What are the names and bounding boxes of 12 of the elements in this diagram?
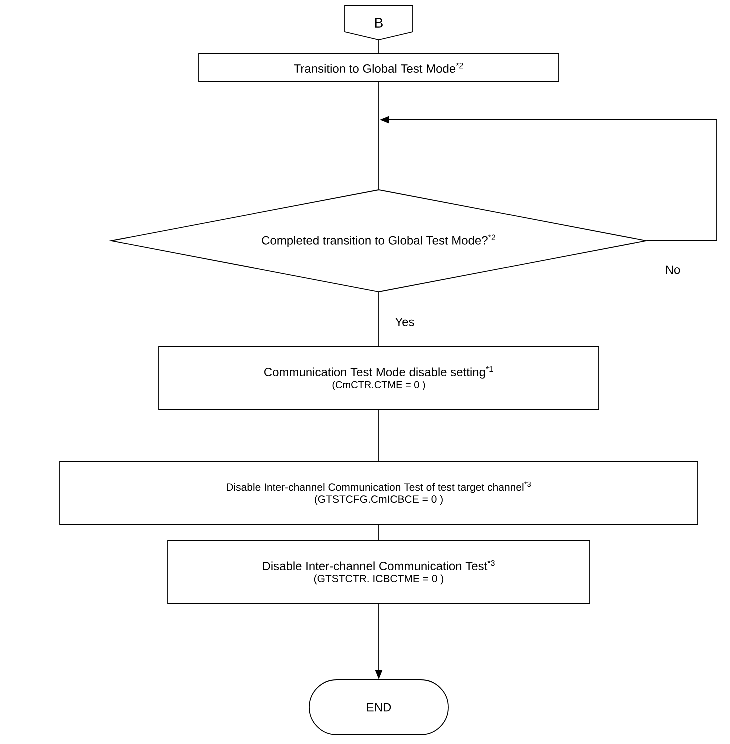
process-box: Transition to Global Test Mode$^{*2}$ xyxy=(198,54,560,82)
process-box: Disable Inter-channel Communication Test$^{*3}$ (GTSTCTR. ICBCTME = 0 ) xyxy=(168,540,590,604)
edge-label: No xyxy=(664,264,682,276)
connector xyxy=(378,40,380,54)
connector xyxy=(378,410,380,462)
process-box: Disable Inter-channel Communication Test of test target channel$^{*3}$ (GTSTCFG.CmICBCE = 0 ) xyxy=(60,462,698,526)
edge-label: Yes xyxy=(394,317,416,328)
terminator: END xyxy=(309,680,449,736)
connector xyxy=(378,292,380,347)
connector xyxy=(378,82,380,190)
process-box: Communication Test Mode disable setting$^{*1}$ (CmCTR.CTME = 0 ) xyxy=(158,346,600,410)
connector xyxy=(378,525,380,541)
